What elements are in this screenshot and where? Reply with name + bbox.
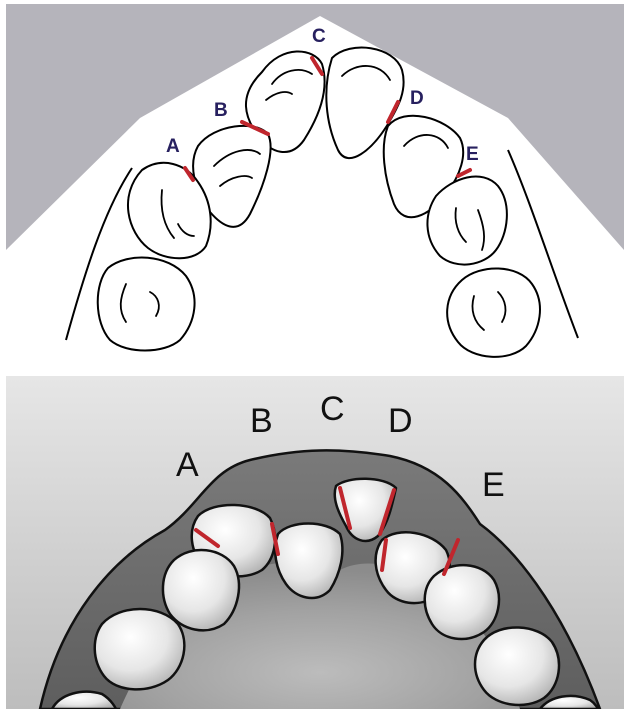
tooth-premolar	[475, 627, 559, 705]
bottom-label-b: B	[250, 402, 273, 440]
top-label-d: D	[410, 88, 424, 109]
bottom-dental-arch-rendering: A B C D E	[6, 376, 624, 709]
bottom-label-e: E	[482, 466, 505, 504]
tooth-left-premolar	[98, 258, 195, 351]
bottom-label-c: C	[320, 390, 345, 428]
tooth-right-premolar	[447, 268, 540, 356]
top-label-c: C	[312, 26, 326, 47]
tooth-canine	[425, 565, 499, 639]
top-label-e: E	[466, 144, 479, 165]
top-diagram-panel: A B C D E	[6, 4, 624, 374]
top-label-b: B	[214, 100, 228, 121]
top-dental-arch-drawing: A B C D E	[6, 4, 624, 374]
bottom-diagram-panel: A B C D E	[6, 376, 624, 709]
top-label-a: A	[166, 136, 180, 157]
tooth-canine	[163, 550, 239, 630]
tooth-premolar	[95, 609, 185, 689]
bottom-label-a: A	[176, 446, 199, 484]
bottom-label-d: D	[388, 402, 413, 440]
